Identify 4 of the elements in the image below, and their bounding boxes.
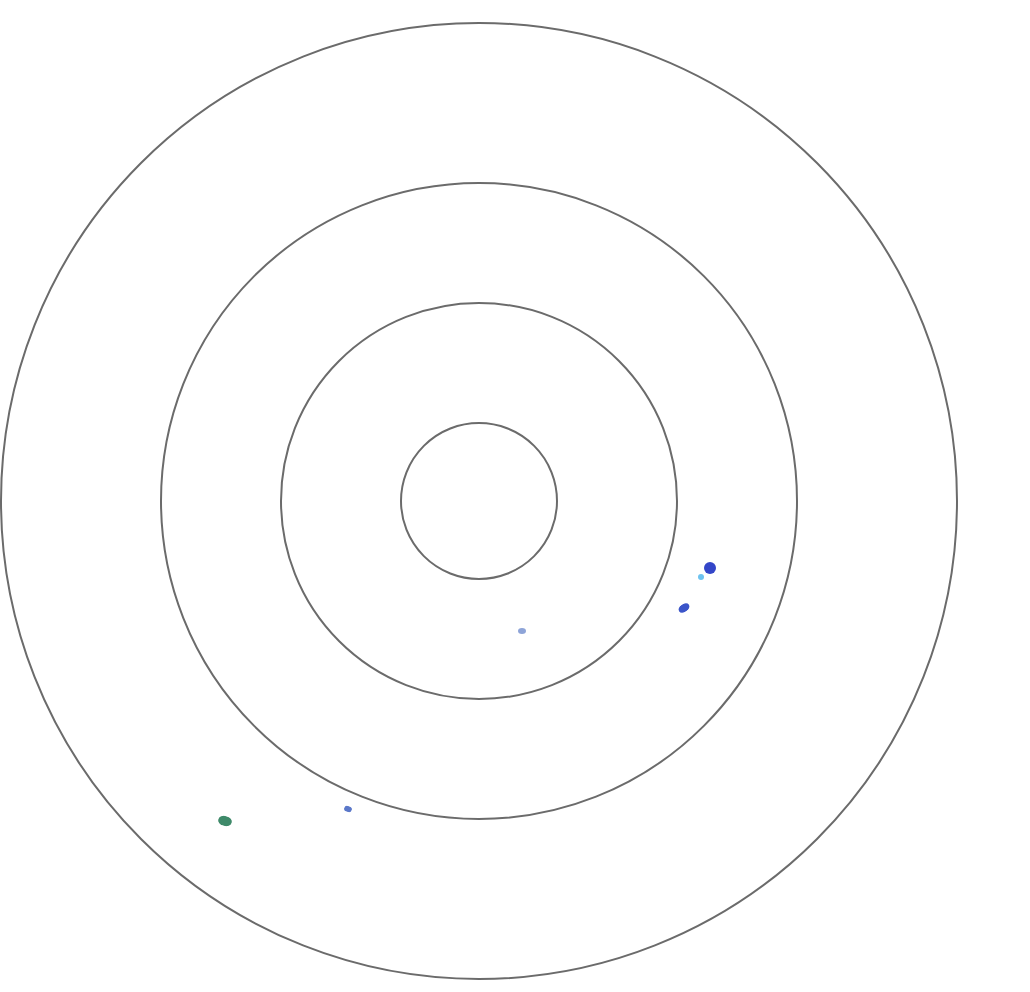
ring xyxy=(400,422,558,580)
ring xyxy=(0,22,958,980)
ring xyxy=(160,182,798,820)
ring xyxy=(280,302,678,700)
